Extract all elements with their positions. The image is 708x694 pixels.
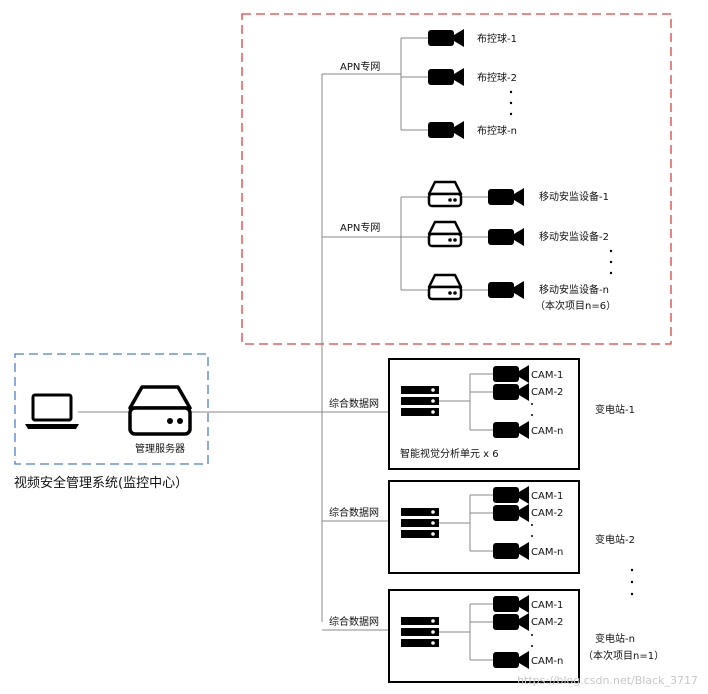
connection-lines	[78, 37, 488, 631]
substation-2-cam-2: CAM-2	[531, 508, 563, 519]
camera-icon	[428, 121, 464, 139]
laptop-icon	[25, 393, 79, 429]
apn-region-border	[241, 13, 672, 345]
camera-icon	[488, 188, 524, 206]
mobile-device-label-n: 移动安监设备-n	[539, 283, 609, 296]
substation-2-cam-n: CAM-n	[531, 547, 563, 558]
center-title: 视频安全管理系统(监控中心）	[14, 475, 188, 491]
camera-icon	[488, 281, 524, 299]
watermark: https://blog.csdn.net/Black_3717	[517, 674, 698, 687]
substation-1-cam-1: CAM-1	[531, 370, 563, 381]
substation-1-unit-label: 智能视觉分析单元 x 6	[400, 447, 499, 460]
ellipsis-dots	[509, 90, 634, 647]
substation-2-cam-1: CAM-1	[531, 491, 563, 502]
recorder-icon	[427, 180, 463, 208]
dome-camera-label-n: 布控球-n	[477, 124, 517, 137]
recorder-icon	[427, 220, 463, 248]
substation-n-cam-1: CAM-1	[531, 600, 563, 611]
integrated-network-label-1: 综合数据网	[329, 397, 379, 410]
substation-n-cam-n: CAM-n	[531, 656, 563, 667]
dome-camera-label-1: 布控球-1	[477, 32, 517, 45]
mobile-device-icons	[427, 180, 524, 301]
dome-camera-label-2: 布控球-2	[477, 71, 517, 84]
management-server-icon	[128, 385, 192, 436]
substation-n	[388, 589, 580, 683]
substation-n-name: 变电站-n	[595, 632, 635, 645]
server-rack-icon	[401, 386, 439, 416]
substation-1-cam-2: CAM-2	[531, 387, 563, 398]
monitoring-center-border	[14, 353, 209, 465]
substation-2	[388, 480, 580, 574]
substation-n-cam-2: CAM-2	[531, 617, 563, 628]
integrated-network-label-2: 综合数据网	[329, 506, 379, 519]
server-label: 管理服务器	[135, 442, 185, 455]
integrated-network-label-3: 综合数据网	[329, 615, 379, 628]
mobile-device-label-1: 移动安监设备-1	[539, 190, 609, 203]
camera-icon	[428, 29, 464, 47]
substation-2-name: 变电站-2	[595, 533, 635, 546]
mobile-device-note: （本次项目n=6）	[535, 299, 616, 312]
recorder-icon	[427, 273, 463, 301]
mobile-device-label-2: 移动安监设备-2	[539, 230, 609, 243]
apn-network-label-1: APN专网	[340, 60, 380, 73]
server-rack-icon	[401, 508, 439, 538]
apn-network-label-2: APN专网	[340, 221, 380, 234]
substation-1-cam-n: CAM-n	[531, 426, 563, 437]
substation-1	[388, 358, 580, 470]
substation-1-name: 变电站-1	[595, 403, 635, 416]
server-rack-icon	[401, 617, 439, 647]
camera-icon	[428, 68, 464, 86]
substation-n-note: （本次项目n=1）	[583, 649, 664, 662]
camera-icon	[488, 228, 524, 246]
dome-camera-icons	[428, 29, 464, 139]
